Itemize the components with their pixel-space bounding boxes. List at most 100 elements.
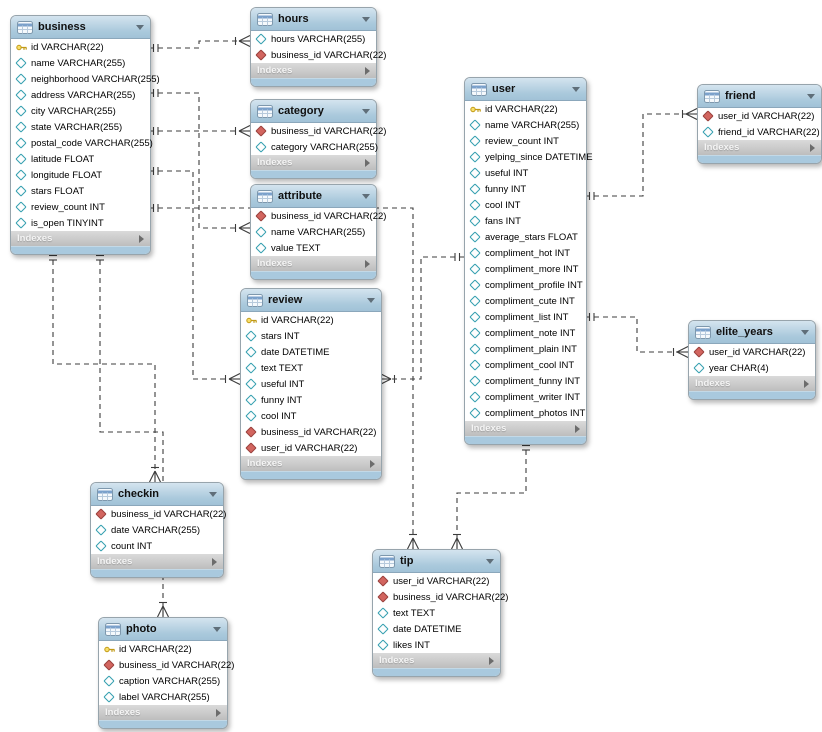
field-row[interactable]: compliment_note INT bbox=[465, 325, 586, 341]
field-row[interactable]: cool INT bbox=[241, 408, 381, 424]
expand-indexes-icon[interactable] bbox=[212, 557, 217, 566]
collapse-arrow-icon[interactable] bbox=[362, 16, 370, 22]
relationship-business-attribute[interactable] bbox=[149, 89, 251, 234]
field-row[interactable]: city VARCHAR(255) bbox=[11, 103, 150, 119]
collapse-arrow-icon[interactable] bbox=[807, 93, 815, 99]
field-row[interactable]: friend_id VARCHAR(22) bbox=[698, 124, 821, 140]
field-row[interactable]: average_stars FLOAT bbox=[465, 229, 586, 245]
indexes-section[interactable]: Indexes bbox=[11, 231, 150, 246]
field-row[interactable]: review_count INT bbox=[11, 199, 150, 215]
indexes-section[interactable]: Indexes bbox=[241, 456, 381, 471]
field-row[interactable]: name VARCHAR(255) bbox=[465, 117, 586, 133]
relationship-business-category[interactable] bbox=[149, 125, 251, 137]
indexes-section[interactable]: Indexes bbox=[251, 63, 376, 78]
field-row[interactable]: business_id VARCHAR(22) bbox=[91, 506, 226, 522]
field-row[interactable]: caption VARCHAR(255) bbox=[99, 673, 227, 689]
field-row[interactable]: text TEXT bbox=[373, 605, 500, 621]
field-row[interactable]: business_id VARCHAR(22) bbox=[251, 208, 386, 224]
field-row[interactable]: value TEXT bbox=[251, 240, 376, 256]
field-row[interactable]: compliment_cool INT bbox=[465, 357, 586, 373]
relationship-user-elite_years[interactable] bbox=[585, 313, 689, 358]
expand-indexes-icon[interactable] bbox=[365, 158, 370, 167]
table-header-category[interactable]: category bbox=[251, 100, 376, 123]
collapse-arrow-icon[interactable] bbox=[362, 108, 370, 114]
field-row[interactable]: yelping_since DATETIME bbox=[465, 149, 593, 165]
field-row[interactable]: address VARCHAR(255) bbox=[11, 87, 150, 103]
field-row[interactable]: name VARCHAR(255) bbox=[11, 55, 150, 71]
field-row[interactable]: user_id VARCHAR(22) bbox=[698, 108, 821, 124]
indexes-section[interactable]: Indexes bbox=[689, 376, 815, 391]
field-row[interactable]: business_id VARCHAR(22) bbox=[251, 123, 386, 139]
table-header-photo[interactable]: photo bbox=[99, 618, 227, 641]
collapse-arrow-icon[interactable] bbox=[486, 558, 494, 564]
expand-indexes-icon[interactable] bbox=[575, 424, 580, 433]
field-row[interactable]: compliment_photos INT bbox=[465, 405, 586, 421]
relationship-business-tip[interactable] bbox=[149, 204, 419, 550]
table-header-hours[interactable]: hours bbox=[251, 8, 376, 31]
indexes-section[interactable]: Indexes bbox=[251, 256, 376, 271]
field-row[interactable]: business_id VARCHAR(22) bbox=[99, 657, 234, 673]
field-row[interactable]: business_id VARCHAR(22) bbox=[251, 47, 386, 63]
field-row[interactable]: stars FLOAT bbox=[11, 183, 150, 199]
collapse-arrow-icon[interactable] bbox=[572, 86, 580, 92]
indexes-section[interactable]: Indexes bbox=[698, 140, 821, 155]
field-row[interactable]: likes INT bbox=[373, 637, 500, 653]
field-row[interactable]: funny INT bbox=[465, 181, 586, 197]
field-row[interactable]: compliment_hot INT bbox=[465, 245, 586, 261]
field-row[interactable]: state VARCHAR(255) bbox=[11, 119, 150, 135]
field-row[interactable]: id VARCHAR(22) bbox=[99, 641, 227, 657]
field-row[interactable]: longitude FLOAT bbox=[11, 167, 150, 183]
table-header-review[interactable]: review bbox=[241, 289, 381, 312]
indexes-section[interactable]: Indexes bbox=[99, 705, 227, 720]
field-row[interactable]: user_id VARCHAR(22) bbox=[373, 573, 500, 589]
table-header-elite_years[interactable]: elite_years bbox=[689, 321, 815, 344]
expand-indexes-icon[interactable] bbox=[804, 379, 809, 388]
collapse-arrow-icon[interactable] bbox=[136, 24, 144, 30]
relationship-business-review[interactable] bbox=[149, 167, 241, 385]
expand-indexes-icon[interactable] bbox=[216, 708, 221, 717]
field-row[interactable]: cool INT bbox=[465, 197, 586, 213]
table-header-checkin[interactable]: checkin bbox=[91, 483, 223, 506]
field-row[interactable]: review_count INT bbox=[465, 133, 586, 149]
indexes-section[interactable]: Indexes bbox=[251, 155, 376, 170]
indexes-section[interactable]: Indexes bbox=[91, 554, 223, 569]
field-row[interactable]: date DATETIME bbox=[241, 344, 381, 360]
field-row[interactable]: useful INT bbox=[465, 165, 586, 181]
field-row[interactable]: name VARCHAR(255) bbox=[251, 224, 376, 240]
field-row[interactable]: compliment_writer INT bbox=[465, 389, 586, 405]
field-row[interactable]: compliment_plain INT bbox=[465, 341, 586, 357]
field-row[interactable]: useful INT bbox=[241, 376, 381, 392]
field-row[interactable]: compliment_list INT bbox=[465, 309, 586, 325]
field-row[interactable]: compliment_more INT bbox=[465, 261, 586, 277]
table-header-tip[interactable]: tip bbox=[373, 550, 500, 573]
field-row[interactable]: compliment_cute INT bbox=[465, 293, 586, 309]
relationship-business-hours[interactable] bbox=[149, 35, 251, 53]
field-row[interactable]: user_id VARCHAR(22) bbox=[241, 440, 381, 456]
field-row[interactable]: count INT bbox=[91, 538, 223, 554]
field-row[interactable]: date DATETIME bbox=[373, 621, 500, 637]
field-row[interactable]: neighborhood VARCHAR(255) bbox=[11, 71, 160, 87]
indexes-section[interactable]: Indexes bbox=[465, 421, 586, 436]
expand-indexes-icon[interactable] bbox=[810, 143, 815, 152]
field-row[interactable]: latitude FLOAT bbox=[11, 151, 150, 167]
collapse-arrow-icon[interactable] bbox=[209, 491, 217, 497]
indexes-section[interactable]: Indexes bbox=[373, 653, 500, 668]
field-row[interactable]: id VARCHAR(22) bbox=[241, 312, 381, 328]
field-row[interactable]: hours VARCHAR(255) bbox=[251, 31, 376, 47]
field-row[interactable]: stars INT bbox=[241, 328, 381, 344]
field-row[interactable]: id VARCHAR(22) bbox=[465, 101, 586, 117]
relationship-user-tip[interactable] bbox=[451, 441, 531, 550]
expand-indexes-icon[interactable] bbox=[139, 234, 144, 243]
field-row[interactable]: fans INT bbox=[465, 213, 586, 229]
table-header-attribute[interactable]: attribute bbox=[251, 185, 376, 208]
